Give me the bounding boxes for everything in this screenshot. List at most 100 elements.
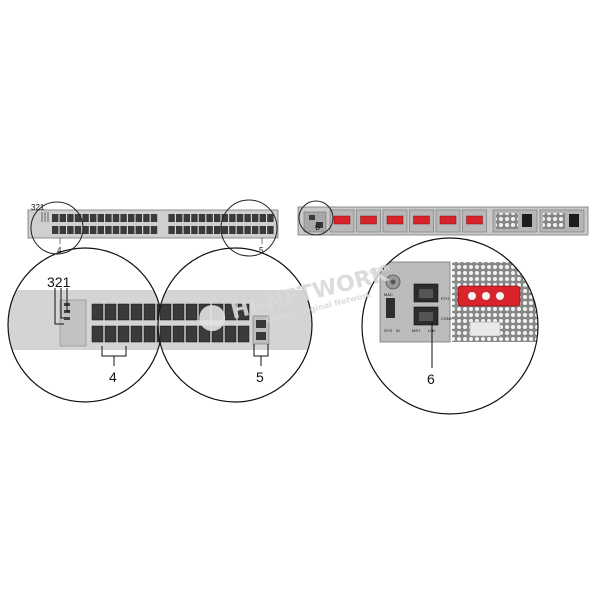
qsfp-port — [97, 214, 104, 222]
qsfp-port — [143, 325, 156, 343]
psu-left — [492, 209, 538, 233]
qsfp-port — [172, 303, 185, 321]
label-eth: ETH — [441, 296, 449, 301]
fan-handle — [360, 215, 377, 225]
qsfp-port — [259, 214, 266, 222]
qsfp-port — [130, 303, 143, 321]
qsfp-port — [120, 226, 127, 234]
qsfp-port — [74, 226, 82, 234]
qsfp-port — [105, 226, 112, 234]
rear-zoom-ring — [298, 200, 334, 236]
qsfp-port — [117, 303, 130, 321]
qsfp-port — [252, 226, 259, 234]
qsfp-port — [185, 303, 198, 321]
qsfp-port — [229, 214, 236, 222]
qsfp-port — [143, 303, 156, 321]
qsfp-port — [252, 214, 259, 222]
qsfp-port — [112, 226, 120, 234]
qsfp-port — [176, 214, 183, 222]
qsfp-port — [91, 303, 104, 321]
label-sys: SYS — [384, 328, 392, 333]
qsfp-port — [130, 325, 143, 343]
qsfp-port — [224, 325, 237, 343]
front-left-zoom-ring — [30, 201, 84, 255]
qsfp-port — [214, 214, 221, 222]
qsfp-port — [82, 226, 89, 234]
qsfp-port — [206, 214, 213, 222]
front-panel-overview: 321 4 5 — [27, 199, 279, 257]
qsfp-port — [244, 214, 251, 222]
qsfp-port — [90, 214, 97, 222]
qsfp-port — [74, 214, 82, 222]
qsfp-port — [159, 303, 172, 321]
qsfp-port — [168, 226, 175, 234]
qsfp-port — [236, 214, 244, 222]
front-port-grid — [52, 214, 274, 234]
qsfp-port — [183, 214, 190, 222]
qsfp-port — [104, 303, 117, 321]
qsfp-port — [185, 325, 198, 343]
qsfp-port — [236, 226, 244, 234]
qsfp-port — [237, 303, 250, 321]
callout-6-large: 6 — [427, 371, 435, 387]
qsfp-port — [117, 325, 130, 343]
qsfp-port — [221, 226, 228, 234]
qsfp-port — [224, 303, 237, 321]
status-led-block — [59, 299, 87, 347]
callout-321-large: 321 — [47, 274, 71, 290]
psu-right — [539, 209, 585, 233]
qsfp-port — [150, 226, 158, 234]
qsfp-port — [259, 226, 266, 234]
usb-port — [386, 298, 395, 318]
qsfp-port — [52, 226, 59, 234]
qsfp-port — [135, 226, 142, 234]
callout-4-large: 4 — [109, 369, 117, 385]
qsfp-port — [198, 226, 206, 234]
qsfp-port — [191, 226, 198, 234]
qsfp-port — [150, 214, 158, 222]
qsfp-port — [67, 226, 74, 234]
qsfp-port — [112, 214, 120, 222]
fan-handle — [386, 215, 404, 225]
qsfp-port — [221, 214, 228, 222]
qsfp-port — [128, 226, 135, 234]
qsfp-port — [82, 214, 89, 222]
qsfp-port — [91, 325, 104, 343]
callout-5-small: 5 — [259, 246, 264, 255]
fan-handle — [466, 215, 483, 225]
front-zoom-left: 321 4 — [7, 247, 163, 403]
qsfp-port — [159, 325, 172, 343]
label-mac: MAC — [384, 292, 393, 297]
qsfp-port — [267, 226, 274, 234]
callout-321-small: 321 — [31, 203, 45, 212]
fan-handle — [439, 215, 457, 225]
qsfp-port — [168, 214, 175, 222]
qsfp-port — [206, 226, 213, 234]
fan-handle — [413, 215, 430, 225]
qsfp-port — [120, 214, 127, 222]
qsfp-port — [229, 226, 236, 234]
qsfp-port — [143, 214, 150, 222]
front-zoom-right: 5 — [157, 247, 313, 403]
qsfp-port — [128, 214, 135, 222]
qsfp-port — [97, 226, 104, 234]
qsfp-port — [244, 226, 251, 234]
qsfp-port — [176, 226, 183, 234]
label-id: ID — [396, 328, 400, 333]
label-console: CONSOLE — [441, 316, 461, 321]
qsfp-port — [104, 325, 117, 343]
qsfp-port — [105, 214, 112, 222]
rear-zoom: MAC SYS ID MST LNK ETH CONSOLE 6 — [361, 237, 539, 415]
qsfp-port — [183, 226, 190, 234]
fan-modules — [329, 209, 487, 233]
label-mst: MST — [412, 328, 421, 333]
qsfp-port — [191, 214, 198, 222]
qsfp-port — [267, 214, 274, 222]
front-right-zoom-ring — [220, 199, 278, 257]
qsfp-port — [143, 226, 150, 234]
qsfp-port — [52, 214, 59, 222]
qsfp-port — [59, 214, 66, 222]
qsfp-port — [67, 214, 74, 222]
qsfp-port — [135, 214, 142, 222]
